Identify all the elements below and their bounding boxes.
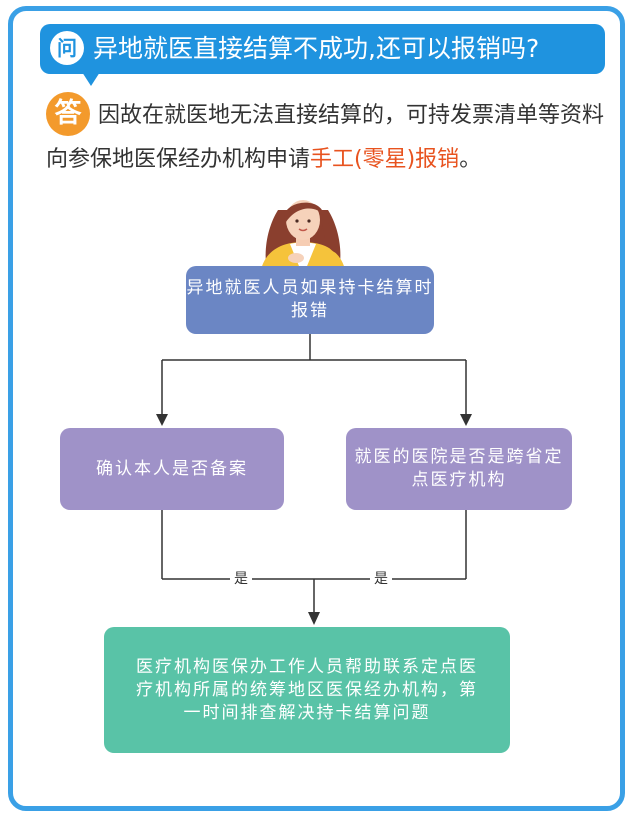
yes-label-right: 是 xyxy=(370,571,392,587)
answer-badge: 答 xyxy=(46,92,90,136)
question-bubble-tail xyxy=(82,72,100,86)
resolution-box: 医疗机构医保办工作人员帮助联系定点医疗机构所属的统筹地区医保经办机构，第一时间排… xyxy=(104,627,510,753)
question-text: 异地就医直接结算不成功,还可以报销吗? xyxy=(93,34,540,63)
answer-text-main: 因故在就医地无法直接结算的，可持发票清单等资料向参保地医保经办机构申请 xyxy=(46,103,605,172)
question-bubble: 问 异地就医直接结算不成功,还可以报销吗? xyxy=(40,24,605,74)
check-filing-box: 确认本人是否备案 xyxy=(60,428,284,510)
yes-label-left: 是 xyxy=(230,571,252,587)
check-hospital-box: 就医的医院是否是跨省定点医疗机构 xyxy=(346,428,572,510)
answer-text: 因故在就医地无法直接结算的，可持发票清单等资料向参保地医保经办机构申请手工(零星… xyxy=(46,94,606,182)
flow-start-box: 异地就医人员如果持卡结算时报错 xyxy=(186,266,434,334)
answer-text-end: 。 xyxy=(459,147,482,172)
answer-text-highlight: 手工(零星)报销 xyxy=(310,147,460,172)
question-badge: 问 xyxy=(50,31,84,65)
